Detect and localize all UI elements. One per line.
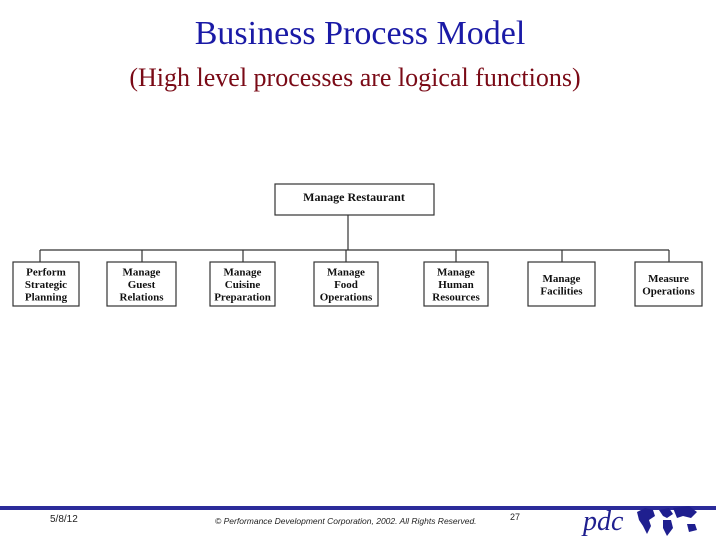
footer-divider: [0, 506, 716, 510]
box-label-line: Guest: [128, 279, 156, 291]
root-process-label: Manage Restaurant: [303, 190, 405, 204]
box-label-line: Manage Restaurant: [303, 190, 405, 204]
box-label-line: Manage: [437, 267, 475, 279]
box-label-line: Facilities: [540, 285, 583, 297]
box-label-line: Operations: [320, 292, 373, 304]
box-label-line: Relations: [120, 292, 165, 304]
box-label-line: Operations: [642, 285, 695, 297]
root-process-box[interactable]: [274, 183, 435, 216]
footer-date: 5/8/12: [50, 514, 78, 525]
company-logo: pdc: [583, 506, 624, 537]
world-map-icon: [637, 506, 697, 536]
slide-subtitle: (High level processes are logical functi…: [129, 63, 581, 92]
box-label-line: Resources: [432, 292, 480, 304]
box-label-line: Planning: [25, 292, 68, 304]
box-label-line: Manage: [224, 267, 262, 279]
box-label-line: Cuisine: [225, 279, 261, 291]
box-label-line: Human: [438, 279, 473, 291]
box-label-line: Perform: [26, 267, 66, 279]
footer-copyright: © Performance Development Corporation, 2…: [215, 516, 477, 526]
box-label-line: Measure: [648, 273, 689, 285]
box-label-line: Food: [334, 279, 358, 291]
box-label-line: Manage: [543, 273, 581, 285]
box-label-line: Manage: [327, 267, 365, 279]
connector-lines: [39, 215, 670, 262]
page-number: 27: [510, 512, 521, 522]
box-label-line: Preparation: [214, 292, 271, 304]
box-label-line: Manage: [123, 267, 161, 279]
box-label-line: Strategic: [25, 279, 67, 291]
slide-title: Business Process Model: [194, 15, 526, 52]
